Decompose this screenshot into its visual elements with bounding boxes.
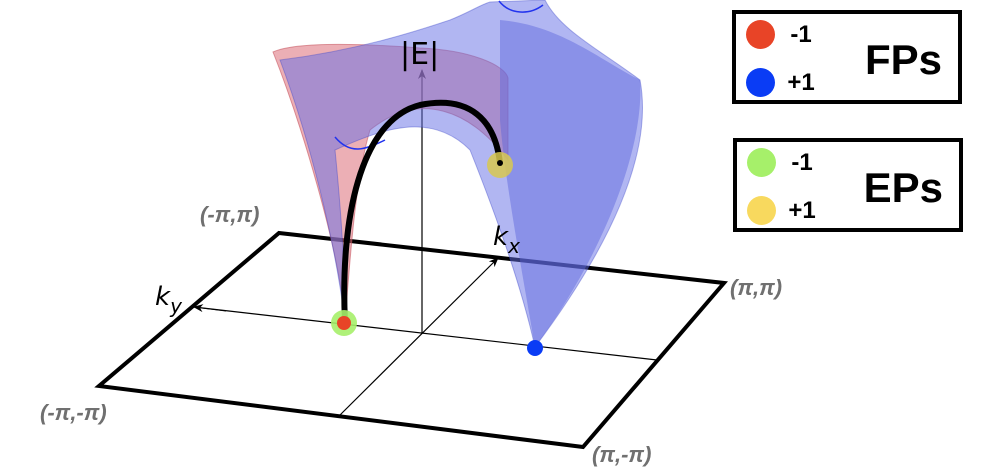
- ky-label-main: k: [155, 282, 171, 312]
- legend-item-label: -1: [791, 148, 813, 176]
- arc-endpoint: [497, 160, 503, 166]
- corner-label-bottom-right: (π,-π): [592, 442, 651, 467]
- fp-plus-one-marker: [527, 340, 543, 356]
- blue-edge-curve: [334, 136, 386, 150]
- legend-fps: -1 +1 FPs: [732, 10, 962, 104]
- brillouin-zone-plane: [94, 230, 728, 450]
- legend-item-label: +1: [787, 68, 815, 96]
- legend-item: +1: [746, 68, 819, 97]
- kx-label-main: k: [493, 222, 509, 252]
- blue-edge-curve-top: [498, 0, 544, 13]
- ky-label-sub: y: [169, 294, 183, 318]
- corner-label-top-left: (-π,π): [200, 202, 259, 227]
- legend-item-label: -1: [790, 20, 812, 48]
- legend-title: FPs: [864, 36, 942, 83]
- blue-dot-icon: [746, 68, 775, 97]
- legend-item-label: +1: [788, 196, 816, 224]
- yellow-dot-icon: [747, 196, 776, 225]
- corner-label-bottom-left: (-π,-π): [40, 400, 107, 425]
- legend-item: -1: [747, 148, 820, 177]
- fp-minus-one-marker: [337, 316, 351, 330]
- blue-band-upper: [500, 20, 641, 347]
- corner-label-top-right: (π,π): [730, 275, 782, 300]
- ky-axis-line: [193, 306, 658, 361]
- ky-arrow: [193, 304, 227, 313]
- legend-item: +1: [747, 196, 820, 225]
- legend-item: -1: [746, 20, 819, 49]
- kx-label-sub: x: [507, 234, 520, 258]
- kx-axis-line: [339, 257, 499, 416]
- energy-axis-label: |E|: [400, 37, 439, 72]
- legend-eps: -1 +1 EPs: [733, 138, 963, 232]
- exceptional-path-arc: [341, 99, 503, 325]
- red-dot-icon: [746, 20, 775, 49]
- kx-axis-label: kx: [493, 222, 520, 258]
- ky-axis-label: ky: [155, 282, 183, 318]
- legend-title: EPs: [863, 164, 943, 211]
- green-dot-icon: [747, 148, 776, 177]
